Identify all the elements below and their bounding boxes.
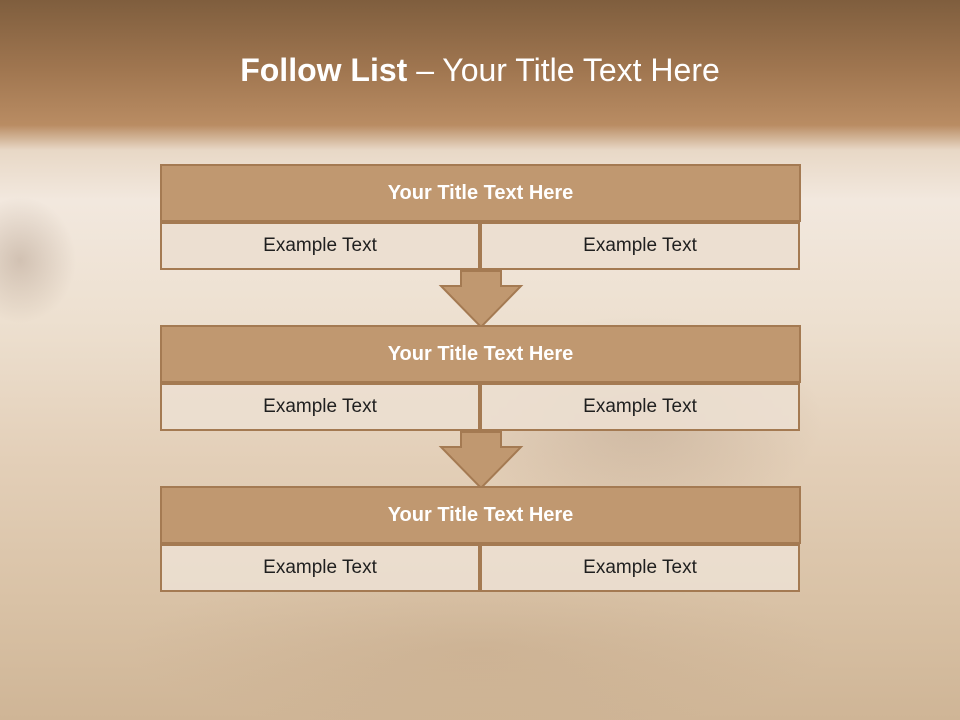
step-cell-left: Example Text <box>160 544 480 592</box>
step-cell-left: Example Text <box>160 383 480 431</box>
down-arrow-icon <box>438 431 524 490</box>
step-heading: Your Title Text Here <box>160 486 801 544</box>
down-arrow-icon <box>438 270 524 329</box>
step-block-3: Your Title Text Here Example Text Exampl… <box>160 486 801 592</box>
slide-title: Follow List – Your Title Text Here <box>0 52 960 89</box>
step-block-1: Your Title Text Here Example Text Exampl… <box>160 164 801 270</box>
title-rest: – Your Title Text Here <box>407 52 720 88</box>
step-cell-left: Example Text <box>160 222 480 270</box>
step-cell-right: Example Text <box>480 222 800 270</box>
step-block-2: Your Title Text Here Example Text Exampl… <box>160 325 801 431</box>
step-heading: Your Title Text Here <box>160 325 801 383</box>
step-cell-right: Example Text <box>480 383 800 431</box>
step-heading: Your Title Text Here <box>160 164 801 222</box>
step-cell-right: Example Text <box>480 544 800 592</box>
title-bold: Follow List <box>240 52 408 88</box>
